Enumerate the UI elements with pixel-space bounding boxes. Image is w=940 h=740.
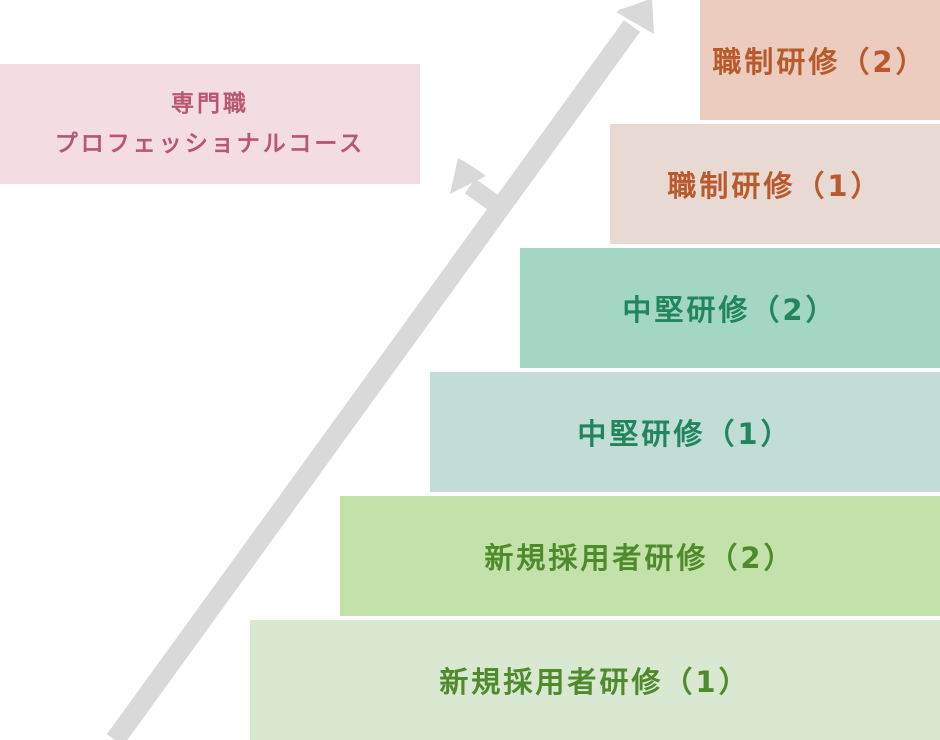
step-new-hire-training-2: 新規採用者研修（2） [340,496,940,616]
main-arrow-head-fill [616,0,654,34]
step-label: 中堅研修（2） [622,293,838,327]
branch-arrow-head-fill [450,158,486,194]
step-label: 職制研修（1） [667,169,883,203]
branch-arrow-shaft [464,178,504,214]
step-label: 中堅研修（1） [577,417,793,451]
main-arrow-shaft [106,20,641,740]
step-mid-level-training-2: 中堅研修（2） [520,248,940,368]
step-label: 職制研修（2） [712,45,928,79]
step-new-hire-training-1: 新規採用者研修（1） [250,620,940,740]
professional-course-subtitle: プロフェッショナルコース [54,131,366,157]
step-label: 新規採用者研修（2） [484,541,796,575]
professional-course-title: 専門職 [171,91,249,117]
step-mid-level-training-1: 中堅研修（1） [430,372,940,492]
step-management-training-1: 職制研修（1） [610,124,940,244]
step-label: 新規採用者研修（1） [439,665,751,699]
professional-course-box: 専門職 プロフェッショナルコース [0,64,420,184]
step-management-training-2: 職制研修（2） [700,0,940,120]
